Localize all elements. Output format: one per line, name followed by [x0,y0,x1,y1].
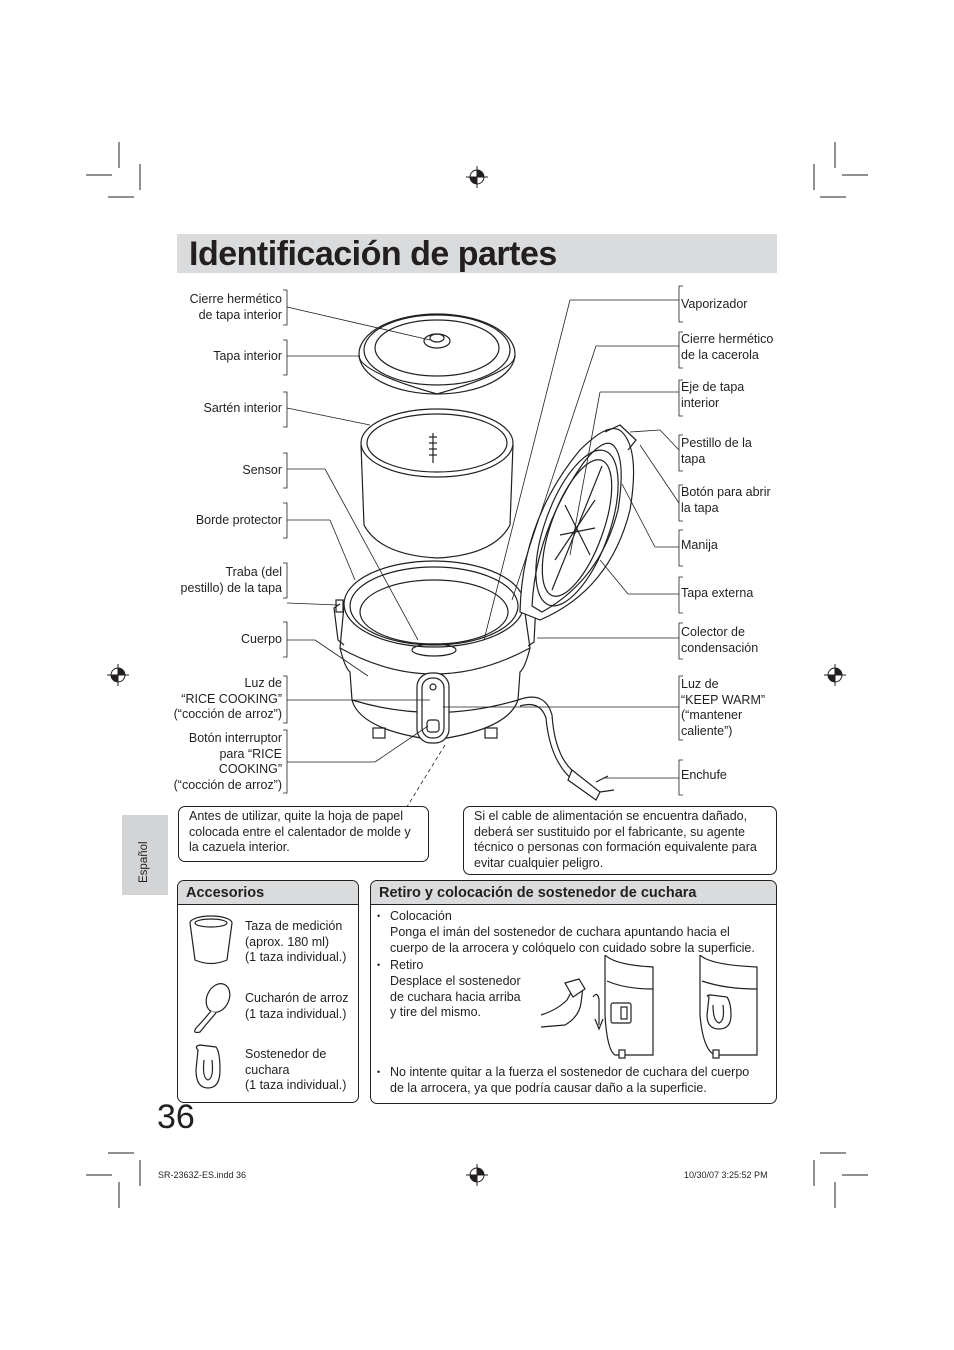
cooker-side-detail-right [700,955,757,1058]
accessory-scoop-holder: Sostenedor de cuchara (1 taza individual… [245,1047,346,1094]
label-sensor: Sensor [242,463,282,479]
bullet-colocacion: • [377,909,380,925]
label-dew-collector: Colector de condensación [681,625,758,656]
accessory-measuring-cup: Taza de medición (aprox. 180 ml) (1 taza… [245,919,346,966]
measuring-cup-icon [190,916,232,964]
bullet-warning: • [377,1065,380,1081]
label-plug: Enchufe [681,768,727,784]
scoop-holder-heading: Retiro y colocación de sostenedor de cuc… [371,881,776,905]
label-rice-cooking-light: Luz de “RICE COOKING” (“cocción de arroz… [174,676,282,723]
label-keep-warm-light: Luz de “KEEP WARM” (“mantener caliente”) [681,677,765,739]
bullet-retiro: • [377,958,380,974]
label-lid-latch: Pestillo de la tapa [681,436,752,467]
label-lid-latch-catch: Traba (del pestillo) de la tapa [181,565,282,596]
label-steam-vent: Vaporizador [681,297,747,313]
rice-scoop-icon [195,980,235,1033]
label-pan-seal: Cierre hermético de la cacerola [681,332,773,363]
outer-lid-drawing [519,425,636,620]
accessories-heading: Accesorios [178,881,358,905]
footer-date: 10/30/07 3:25:52 PM [684,1170,768,1181]
label-rice-cooking-switch: Botón interruptor para “RICE COOKING” (“… [174,731,282,793]
language-tab: Español [122,815,168,895]
inner-pan-drawing [361,409,513,558]
accessory-rice-scoop: Cucharón de arroz (1 taza individual.) [245,991,349,1022]
label-body: Cuerpo [241,632,282,648]
hand-holding-icon [541,979,585,1027]
colocacion-text: Ponga el imán del sostenedor de cuchara … [390,925,755,956]
label-inner-pan: Sartén interior [203,401,282,417]
note-cable-text: Si el cable de alimentación se encuentra… [474,809,757,871]
scoop-holder-icon [196,1045,220,1088]
note-paper-text: Antes de utilizar, quite la hoja de pape… [189,809,411,856]
warning-text: No intente quitar a la fuerza el sostene… [390,1065,749,1096]
language-tab-label: Español [138,841,150,883]
label-inner-lid: Tapa interior [213,349,282,365]
label-inner-lid-seal: Cierre hermético de tapa interior [190,292,282,323]
label-lid-open-button: Botón para abrir la tapa [681,485,771,516]
label-handle: Manija [681,538,718,554]
scoop-holder-illustration [535,955,775,1061]
page-number: 36 [157,1097,195,1137]
footer-file: SR-2363Z-ES.indd 36 [158,1170,246,1181]
colocacion-title: Colocación [390,909,452,925]
accessory-icons [180,910,240,1100]
label-outer-lid: Tapa externa [681,586,753,602]
retiro-text: Desplace el sostenedor de cuchara hacia … [390,974,521,1021]
retiro-title: Retiro [390,958,423,974]
label-protective-rim: Borde protector [196,513,282,529]
cooker-side-detail-left [605,955,653,1058]
inner-lid-drawing [359,314,515,394]
label-inner-lid-shaft: Eje de tapa interior [681,380,744,411]
